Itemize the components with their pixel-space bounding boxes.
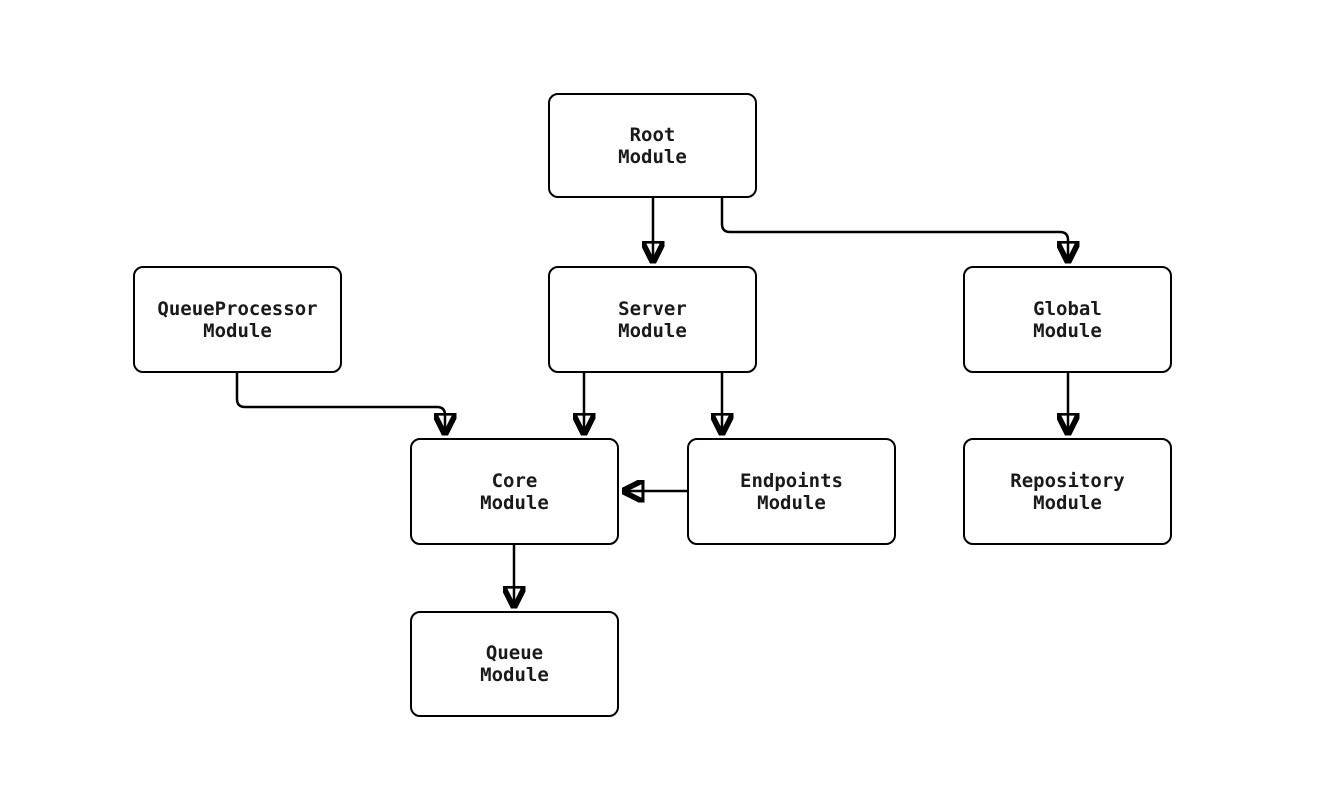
- node-label-line2: Module: [1033, 491, 1102, 514]
- node-label-line1: Global: [1033, 297, 1102, 320]
- node-queueprocessor-module: QueueProcessor Module: [133, 266, 342, 373]
- node-label-line2: Module: [480, 664, 549, 686]
- node-core-module: Core Module: [410, 438, 619, 545]
- node-label-line1: Root: [629, 123, 676, 146]
- node-queue-module: Queue Module: [410, 611, 619, 717]
- edge-queueprocessor-to-core: [235, 372, 445, 433]
- node-label-line1: Repository: [1010, 469, 1125, 492]
- node-repository-module: Repository Module: [963, 438, 1172, 545]
- node-root-module: Root Module: [548, 93, 757, 198]
- node-label-line2: Module: [757, 491, 826, 514]
- node-label-line1: QueueProcessor: [157, 297, 318, 320]
- node-label-line1: Endpoints: [740, 469, 843, 492]
- node-endpoints-module: Endpoints Module: [687, 438, 896, 545]
- node-label-line2: Module: [618, 319, 687, 342]
- node-label-line2: Module: [203, 319, 272, 342]
- node-label-line2: Module: [480, 491, 549, 514]
- node-label-line1: Server: [618, 297, 687, 320]
- node-server-module: Server Module: [548, 266, 757, 373]
- node-label-line2: Module: [618, 145, 687, 168]
- node-label-line1: Queue: [485, 642, 544, 664]
- node-label-line2: Module: [1033, 319, 1102, 342]
- node-label-line1: Core: [491, 469, 538, 492]
- node-global-module: Global Module: [963, 266, 1172, 373]
- edge-root-to-global: [720, 198, 1068, 261]
